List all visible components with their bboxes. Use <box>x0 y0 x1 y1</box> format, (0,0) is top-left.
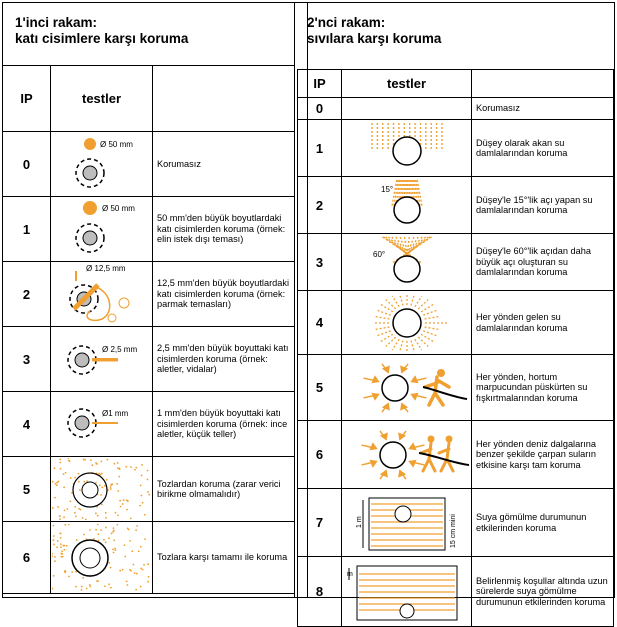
col-header-tests: testler <box>51 66 153 132</box>
test-illustration: 15° <box>342 177 472 234</box>
test-illustration <box>342 421 472 489</box>
ip-code: 2 <box>298 177 342 234</box>
table-row: 0 Ø 50 mm Korumasız <box>3 132 295 197</box>
solids-protection-panel: 1'inci rakam: katı cisimlere karşı korum… <box>2 2 308 598</box>
ip-code: 6 <box>3 522 51 594</box>
panel-title: 1'inci rakam: katı cisimlere karşı korum… <box>15 15 188 47</box>
ip-code: 3 <box>298 234 342 291</box>
title-line-2: sıvılara karşı koruma <box>307 31 441 47</box>
test-illustration <box>51 457 153 522</box>
table-row: 4 Ø1 mm 1 mm'den büyük boyuttaki katı ci… <box>3 392 295 457</box>
test-illustration <box>342 98 472 120</box>
ip-code: 4 <box>3 392 51 457</box>
table-row: 2 Ø 12,5 mm 12,5 mm'den büyük boyutlarda… <box>3 262 295 327</box>
test-illustration: Ø 12,5 mm <box>51 262 153 327</box>
ip-code: 0 <box>298 98 342 120</box>
test-label: Ø 12,5 mm <box>86 264 126 273</box>
col-header-desc <box>153 66 295 132</box>
test-illustration: Ø 50 mm <box>51 197 153 262</box>
test-illustration: Ø 50 mm <box>51 132 153 197</box>
ip-code: 0 <box>3 132 51 197</box>
row-description: Belirlenmiş koşullar altında uzun sürele… <box>472 557 614 627</box>
ip-code: 1 <box>3 197 51 262</box>
ip-code: 7 <box>298 489 342 557</box>
col-header-desc <box>472 70 614 98</box>
test-illustration: m <box>342 557 472 627</box>
row-description: Düşey'le 60°'lik açıdan daha büyük açı o… <box>472 234 614 291</box>
liquids-table: IP testler 0 Korumasız 1 Düşey olarak ak… <box>297 69 614 627</box>
test-illustration: Ø1 mm <box>51 392 153 457</box>
table-row: 1 Ø 50 mm 50 mm'den büyük boyutlardaki k… <box>3 197 295 262</box>
table-row: 7 1 m 15 cm mini Suya gömülme durum <box>298 489 614 557</box>
ip-code: 5 <box>3 457 51 522</box>
solids-table: IP testler 0 Ø 50 mm Korumasız 1 <box>2 65 295 594</box>
title-line-1: 2'nci rakam: <box>307 15 441 31</box>
row-description: Her yönden gelen su damlalarından koruma <box>472 291 614 355</box>
title-line-1: 1'inci rakam: <box>15 15 188 31</box>
test-label: 15 cm mini <box>450 513 457 547</box>
row-description: Her yönden, hortum marpucundan püskürten… <box>472 355 614 421</box>
row-description: Tozlara karşı tamamı ile koruma <box>153 522 295 594</box>
col-header-ip: IP <box>3 66 51 132</box>
row-description: 2,5 mm'den büyük boyuttaki katı cisimler… <box>153 327 295 392</box>
row-description: 1 mm'den büyük boyuttaki katı cisimlerde… <box>153 392 295 457</box>
ip-code: 6 <box>298 421 342 489</box>
row-description: 50 mm'den büyük boyutlardaki katı cisiml… <box>153 197 295 262</box>
table-row: 3 Ø 2,5 mm 2,5 mm'den büyük boyuttaki ka… <box>3 327 295 392</box>
table-row: 6 Tozlara karşı tamamı ile koruma <box>3 522 295 594</box>
ip-code: 1 <box>298 120 342 177</box>
test-label: Ø1 mm <box>102 409 129 418</box>
table-row: 5 Her yönden, hortum marpucundan püskürt… <box>298 355 614 421</box>
test-illustration: Ø 2,5 mm <box>51 327 153 392</box>
title-line-2: katı cisimlere karşı koruma <box>15 31 188 47</box>
test-label: Ø 50 mm <box>100 140 133 149</box>
test-label: Ø 2,5 mm <box>102 345 137 354</box>
ip-code: 5 <box>298 355 342 421</box>
row-description: Korumasız <box>472 98 614 120</box>
ip-code: 3 <box>3 327 51 392</box>
test-illustration <box>342 355 472 421</box>
row-description: Suya gömülme durumunun etkilerinden koru… <box>472 489 614 557</box>
test-label: Ø 50 mm <box>102 204 135 213</box>
table-row: 2 15° Düşey'le 15°'lik açı yapan su daml… <box>298 177 614 234</box>
test-illustration <box>51 522 153 594</box>
row-description: Korumasız <box>153 132 295 197</box>
test-illustration <box>342 291 472 355</box>
col-header-ip: IP <box>298 70 342 98</box>
table-row: 4 Her yönden gelen su damlalarından koru… <box>298 291 614 355</box>
col-header-tests: testler <box>342 70 472 98</box>
test-label: 1 m <box>356 516 363 528</box>
ip-code: 8 <box>298 557 342 627</box>
row-description: 12,5 mm'den büyük boyutlardaki katı cisi… <box>153 262 295 327</box>
row-description: Tozlardan koruma (zarar verici birikme o… <box>153 457 295 522</box>
liquids-protection-panel: 2'nci rakam: sıvılara karşı koruma IP te… <box>294 2 615 598</box>
test-label: m <box>347 571 353 578</box>
table-row: 0 Korumasız <box>298 98 614 120</box>
panel-title: 2'nci rakam: sıvılara karşı koruma <box>307 15 441 47</box>
test-illustration: 60° <box>342 234 472 291</box>
table-row: 5 Tozlardan koruma (zarar verici birikme… <box>3 457 295 522</box>
table-row: 1 Düşey olarak akan su damlalarından kor… <box>298 120 614 177</box>
row-description: Her yönden deniz dalgalarına benzer şeki… <box>472 421 614 489</box>
row-description: Düşey'le 15°'lik açı yapan su damlaların… <box>472 177 614 234</box>
row-description: Düşey olarak akan su damlalarından korum… <box>472 120 614 177</box>
test-label: 60° <box>373 250 385 259</box>
test-illustration: 1 m 15 cm mini <box>342 489 472 557</box>
table-row: 6 Her yönden deniz dalgalarına benzer şe… <box>298 421 614 489</box>
ip-code: 2 <box>3 262 51 327</box>
table-row: 8 m Belirlenmiş koşullar altında uzun sü… <box>298 557 614 627</box>
test-label: 15° <box>381 185 393 194</box>
test-illustration <box>342 120 472 177</box>
ip-code: 4 <box>298 291 342 355</box>
table-row: 3 60° Düşey'le 60°'lik açıdan daha büyük… <box>298 234 614 291</box>
